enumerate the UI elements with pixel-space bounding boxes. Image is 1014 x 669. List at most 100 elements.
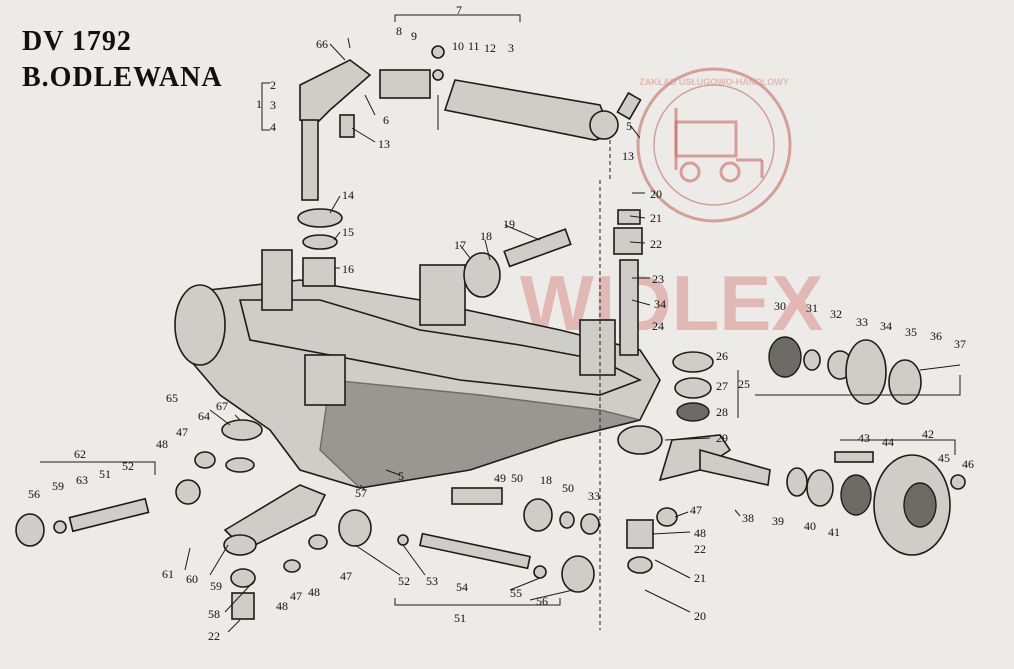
o-ring [302, 234, 338, 250]
callout-32: 32 [830, 307, 842, 321]
steering-arm-upper [299, 59, 372, 201]
callout-52: 52 [398, 574, 410, 588]
callout-26: 26 [716, 349, 728, 363]
callout-47d: 47 [340, 569, 352, 583]
callout-55: 55 [510, 586, 522, 600]
callout-36: 36 [930, 329, 942, 343]
callout-29: 29 [716, 431, 728, 445]
callout-48: 48 [694, 526, 706, 540]
callout-22: 22 [650, 237, 662, 251]
callout-20b: 20 [694, 609, 706, 623]
callout-66: 66 [316, 37, 328, 51]
callout-11: 11 [468, 39, 480, 53]
callout-34b: 34 [654, 297, 666, 311]
callout-52b: 52 [122, 459, 134, 473]
callout-51b: 51 [99, 467, 111, 481]
steering-lever-lower [223, 484, 327, 556]
callout-8: 8 [396, 24, 402, 38]
callout-5b: 5 [398, 469, 404, 483]
callout-58: 58 [208, 607, 220, 621]
callout-23: 23 [652, 272, 664, 286]
seal-ring [297, 208, 343, 228]
callout-20: 20 [650, 187, 662, 201]
callout-3b: 3 [508, 41, 514, 55]
callout-2: 2 [270, 78, 276, 92]
stamp-text: ZAKŁAD USŁUGOWO-HANDLOWY [639, 77, 788, 87]
hub-bolt [834, 451, 874, 463]
callout-38: 38 [742, 511, 754, 525]
diagram-code: DV 1792 [22, 26, 132, 57]
callout-63: 63 [76, 473, 88, 487]
axle-beam [174, 249, 663, 489]
callout-65: 65 [166, 391, 178, 405]
callout-17: 17 [454, 238, 466, 252]
callout-13b: 13 [622, 149, 634, 163]
callout-10: 10 [452, 39, 464, 53]
callout-13: 13 [378, 137, 390, 151]
callout-47b: 47 [176, 425, 188, 439]
callout-64: 64 [198, 409, 210, 423]
drag-link [15, 451, 216, 547]
callout-5: 5 [626, 119, 632, 133]
pivot-pin [619, 259, 639, 356]
callout-53: 53 [426, 574, 438, 588]
steering-knuckle [658, 434, 771, 486]
callout-44: 44 [882, 435, 894, 449]
bearing-top [613, 227, 643, 255]
callout-47c: 47 [290, 589, 302, 603]
callout-21: 21 [650, 211, 662, 225]
king-pin [503, 228, 572, 268]
needle-bearing [302, 257, 336, 287]
callout-12: 12 [484, 41, 496, 55]
callout-14: 14 [342, 188, 354, 202]
callout-45: 45 [938, 451, 950, 465]
callout-1: 1 [256, 97, 262, 111]
callout-22c: 22 [694, 542, 706, 556]
callout-50b: 50 [562, 481, 574, 495]
callout-41: 41 [828, 525, 840, 539]
callout-48d: 48 [308, 585, 320, 599]
callout-48c: 48 [276, 599, 288, 613]
callout-35: 35 [905, 325, 917, 339]
roller [463, 252, 501, 298]
steering-cylinder [379, 45, 642, 141]
callout-42: 42 [922, 427, 934, 441]
callout-37: 37 [954, 337, 966, 351]
callout-48b: 48 [156, 437, 168, 451]
callout-57: 57 [355, 486, 367, 500]
callout-56b: 56 [28, 487, 40, 501]
callout-56: 56 [536, 594, 548, 608]
diagram-subtitle: B.ODLEWANA [22, 62, 223, 93]
callout-51: 51 [454, 611, 466, 625]
callout-40: 40 [804, 519, 816, 533]
callout-19: 19 [503, 217, 515, 231]
callout-33: 33 [856, 315, 868, 329]
callout-28: 28 [716, 405, 728, 419]
callout-16: 16 [342, 262, 354, 276]
callout-15: 15 [342, 225, 354, 239]
callout-6: 6 [383, 113, 389, 127]
callout-67: 67 [216, 399, 228, 413]
callout-18: 18 [480, 229, 492, 243]
callout-27: 27 [716, 379, 728, 393]
callout-24: 24 [652, 319, 664, 333]
callout-30: 30 [774, 299, 786, 313]
callout-59b: 59 [52, 479, 64, 493]
callout-47: 47 [690, 503, 702, 517]
callout-62: 62 [74, 447, 86, 461]
callout-22b: 22 [208, 629, 220, 643]
callout-34: 34 [880, 319, 892, 333]
callout-21b: 21 [694, 571, 706, 585]
callout-50: 50 [511, 471, 523, 485]
company-stamp-icon [636, 67, 792, 223]
callout-31: 31 [806, 301, 818, 315]
callout-43: 43 [858, 431, 870, 445]
callout-59: 59 [210, 579, 222, 593]
bearing-30 [768, 336, 802, 378]
tie-rod [419, 532, 531, 570]
callout-46: 46 [962, 457, 974, 471]
wheel-hub [873, 454, 951, 556]
callout-18b: 18 [540, 473, 552, 487]
callout-60: 60 [186, 572, 198, 586]
